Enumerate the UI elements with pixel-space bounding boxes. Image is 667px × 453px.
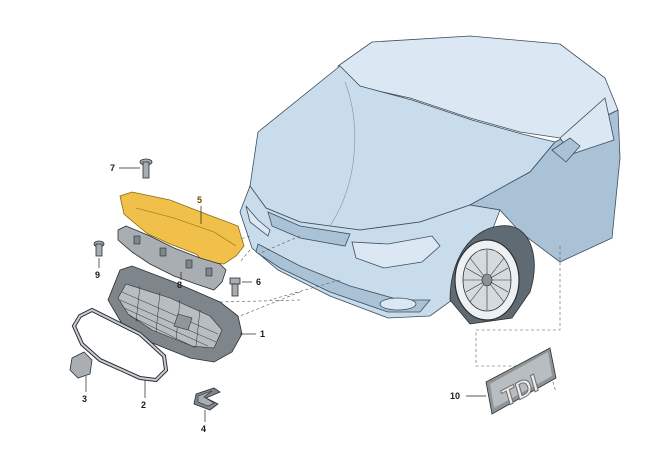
part-4-emblem <box>193 387 221 411</box>
callout-10: 10 <box>450 391 460 401</box>
part-9-bolt <box>93 240 105 257</box>
callout-7: 7 <box>110 163 115 173</box>
side-mirror <box>551 137 581 163</box>
part-10-tdi-badge: TDI <box>485 347 557 415</box>
car-illustration <box>239 35 621 325</box>
grille-emblem-mount <box>173 313 193 331</box>
callout-3: 3 <box>82 394 87 404</box>
leader-lines <box>85 167 486 422</box>
callout-6: 6 <box>256 277 261 287</box>
car-grille-opening <box>267 211 351 247</box>
callout-4: 4 <box>201 424 206 434</box>
part-6-clip <box>229 277 241 297</box>
headlight <box>351 235 441 269</box>
callouts: 7 5 9 8 6 1 2 3 4 10 <box>82 163 460 434</box>
callout-9: 9 <box>95 270 100 280</box>
callout-2: 2 <box>141 400 146 410</box>
callout-5: 5 <box>197 195 202 205</box>
part-5-air-deflector <box>119 191 245 265</box>
callout-1: 1 <box>260 329 265 339</box>
part-7-screw <box>139 158 153 179</box>
callout-8: 8 <box>177 280 182 290</box>
fog-light <box>379 297 417 311</box>
headlight-left <box>245 205 271 237</box>
part-3-cover <box>69 351 93 379</box>
part-8-bracket <box>117 225 227 291</box>
